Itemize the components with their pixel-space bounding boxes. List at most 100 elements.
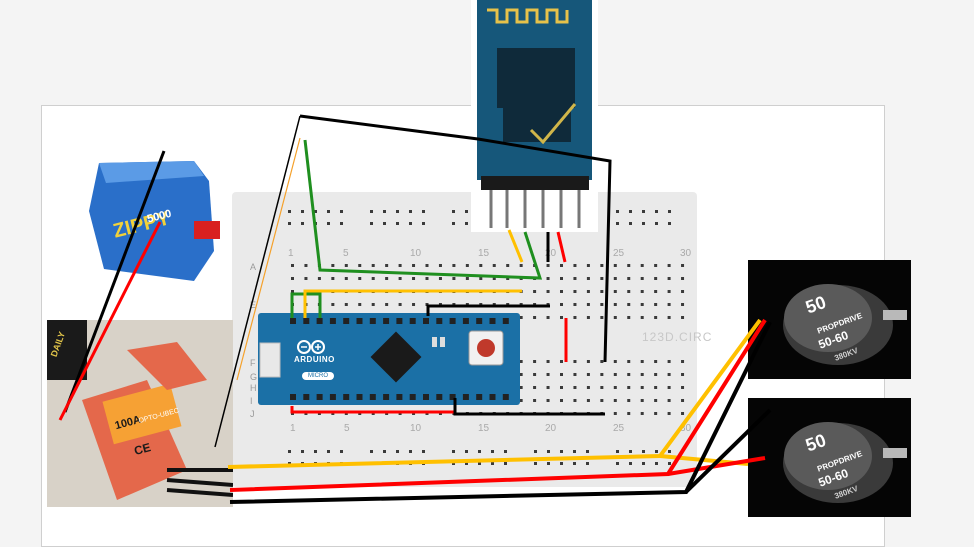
breadboard-hole [291,290,294,293]
breadboard-hole [371,264,375,267]
bb-col-10-top: 10 [410,248,422,259]
breadboard-hole [613,264,617,267]
breadboard-hole [409,450,412,453]
breadboard-hole [616,450,619,453]
breadboard-hole [358,412,362,415]
breadboard-hole [371,290,375,293]
breadboard-hole [371,303,375,306]
arduino-pin [489,318,496,324]
breadboard-hole [586,316,590,319]
breadboard-hole [613,399,617,402]
bb-row-a: A [250,262,257,272]
arduino-pin [303,318,310,324]
breadboard-hole [533,303,537,306]
breadboard-hole [304,264,308,267]
breadboard-hole [573,373,577,376]
arduino-pin [409,318,416,324]
breadboard-hole [627,316,631,319]
breadboard-hole [398,290,402,293]
breadboard-hole [504,450,507,453]
breadboard-hole [288,450,291,453]
arduino-pin [436,394,443,400]
breadboard-hole [640,303,644,306]
bb-row-j: J [250,409,255,419]
breadboard-hole [479,264,483,267]
breadboard-hole [385,290,389,293]
breadboard-hole [383,450,386,453]
breadboard-hole [573,303,577,306]
breadboard-hole [340,450,343,453]
breadboard-hole [479,290,483,293]
breadboard-hole [655,222,658,225]
breadboard-hole [452,210,455,213]
breadboard-hole [642,210,645,213]
smd-component [440,337,445,347]
breadboard-hole [358,277,362,280]
breadboard-hole [504,462,507,465]
esc-controller-photo: DAILY 100A OPTO-UBEC CE [47,320,233,507]
breadboard-hole [491,462,494,465]
breadboard-hole [331,277,335,280]
breadboard-hole [546,277,550,280]
breadboard-hole [331,303,335,306]
breadboard-hole [291,264,294,267]
lipo-battery-photo: ZIPPY 5000 [44,141,232,305]
breadboard-hole [304,412,308,415]
breadboard-hole [412,290,416,293]
breadboard-hole [600,290,604,293]
breadboard-hole [291,277,294,280]
breadboard-hole [370,222,373,225]
breadboard-hole [465,462,468,465]
breadboard-hole [479,277,483,280]
breadboard-hole [616,462,619,465]
breadboard-hole [519,412,523,415]
breadboard-hole [573,290,577,293]
breadboard-hole [667,316,671,319]
breadboard-hole [667,290,671,293]
breadboard-hole [371,277,375,280]
breadboard-hole [478,450,481,453]
motor-2-graphic: 50 PROPDRIVE 50-60 380KV [783,422,907,503]
bt-chip [497,48,575,108]
breadboard-hole [640,290,644,293]
breadboard-hole [519,277,523,280]
breadboard-hole [586,386,590,389]
breadboard-hole [425,277,429,280]
breadboard-hole [586,360,590,363]
breadboard-hole [370,450,373,453]
arduino-pin [476,318,483,324]
arduino-pin-row-top [290,318,509,324]
breadboard-hole [654,412,658,415]
breadboard-hole [546,386,550,389]
breadboard-hole [314,222,317,225]
breadboard-hole [344,303,348,306]
breadboard-hole [452,222,455,225]
breadboard-hole [546,399,550,402]
bb-col-5-bottom: 5 [344,423,350,434]
bb-col-30-bottom: 30 [680,423,692,434]
breadboard-hole [546,303,550,306]
arduino-pin [396,394,403,400]
breadboard-hole [654,277,658,280]
breadboard-hole [627,277,631,280]
arduino-pin [462,394,469,400]
breadboard-hole [627,412,631,415]
breadboard-hole [668,462,671,465]
breadboard-hole [438,264,442,267]
breadboard-hole [301,450,304,453]
breadboard-hole [627,303,631,306]
breadboard-hole [409,462,412,465]
breadboard-hole [681,399,685,402]
breadboard-hole [654,303,658,306]
breadboard-hole [573,386,577,389]
breadboard-hole [314,450,317,453]
breadboard-hole [533,373,537,376]
bb-row-f: F [250,358,256,368]
breadboard-hole [547,462,550,465]
breadboard-hole [640,264,644,267]
breadboard-hole [398,412,402,415]
breadboard-hole [344,277,348,280]
breadboard-hole [586,277,590,280]
arduino-pin [303,394,310,400]
breadboard-hole [317,264,321,267]
